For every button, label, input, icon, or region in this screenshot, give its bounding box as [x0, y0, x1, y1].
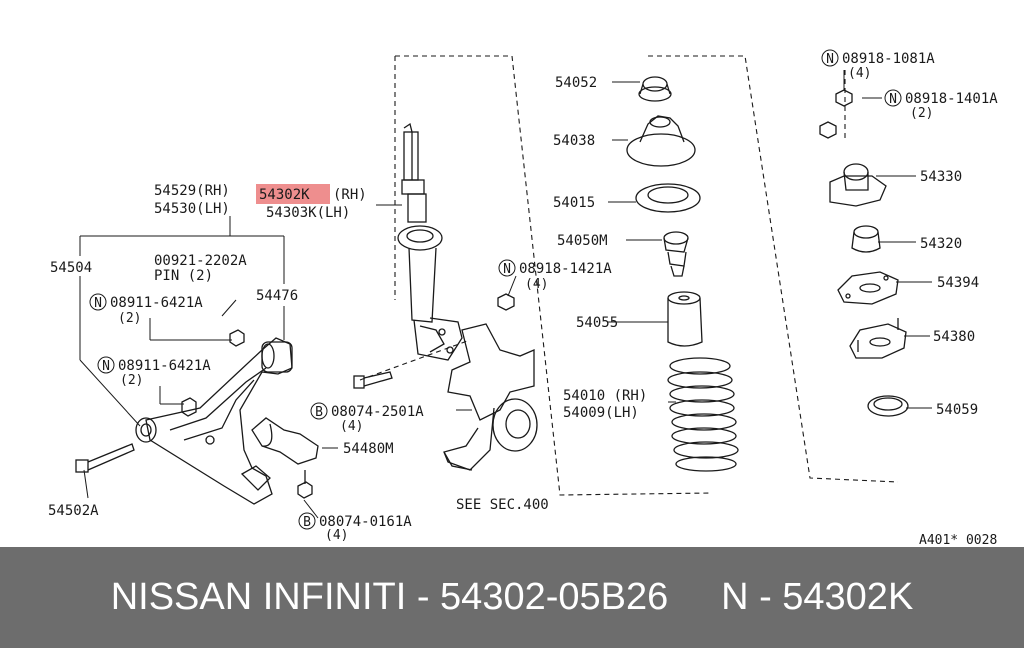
- label-08918-1401A: 08918-1401A: [905, 91, 998, 107]
- part-54320: [851, 225, 881, 253]
- label-54380: 54380: [933, 329, 975, 345]
- part-54050M: [663, 231, 689, 277]
- bolt-54502A: [75, 443, 135, 473]
- label-08074-0161A: 08074-0161A: [319, 514, 412, 530]
- bolt-08074-0161A: [297, 470, 313, 499]
- n-marker-icon: N: [97, 356, 115, 374]
- label-08918-1421A: 08918-1421A: [519, 261, 612, 277]
- qty-08074-0161A: (4): [325, 528, 348, 543]
- label-54529: 54529(RH): [154, 183, 230, 199]
- part-54330: [829, 163, 887, 207]
- label-54050M: 54050M: [557, 233, 608, 249]
- svg-text:N: N: [889, 92, 897, 107]
- n-marker-icon: N: [821, 49, 839, 67]
- qty-08918-1421A: (4): [525, 277, 548, 292]
- coil-spring: [667, 357, 739, 472]
- nut-08911-6421A-2: [181, 397, 197, 417]
- bracket-54480M: [251, 417, 319, 465]
- banner-brand-part-number: NISSAN INFINITI - 54302-05B26: [110, 576, 669, 618]
- label-54394: 54394: [937, 275, 979, 291]
- part-54055: [667, 291, 703, 347]
- svg-text:N: N: [94, 296, 102, 311]
- shock-absorber: [397, 122, 463, 361]
- n-marker-icon: N: [884, 89, 902, 107]
- label-08911-6421A: 08911-6421A: [110, 295, 203, 311]
- part-54015: [635, 183, 701, 213]
- nut-08918-1401A: [835, 89, 853, 107]
- label-54320: 54320: [920, 236, 962, 252]
- label-54303K: 54303K(LH): [266, 205, 350, 221]
- part-54038: [626, 115, 696, 167]
- label-54302K: 54302K: [259, 187, 310, 203]
- spring-group-boundary: [648, 55, 899, 483]
- qty-08074-2501A: (4): [340, 419, 363, 434]
- nut-08918-1421A: [497, 293, 515, 311]
- steering-knuckle: [443, 323, 538, 471]
- n-marker-icon: N: [89, 293, 107, 311]
- label-54504: 54504: [50, 260, 92, 276]
- part-54380: [849, 318, 907, 359]
- part-54059: [867, 395, 909, 417]
- label-54302K-side: (RH): [333, 187, 367, 203]
- label-54480M: 54480M: [343, 441, 394, 457]
- label-00921-2202A: 00921-2202A: [154, 253, 247, 269]
- label-54038: 54038: [553, 133, 595, 149]
- b-marker-icon: B: [298, 512, 316, 530]
- label-08918-1081A: 08918-1081A: [842, 51, 935, 67]
- b-marker-icon: B: [310, 402, 328, 420]
- label-54015: 54015: [553, 195, 595, 211]
- label-54530: 54530(LH): [154, 201, 230, 217]
- strut-bolt: [353, 371, 393, 389]
- part-number-banner: NISSAN INFINITI - 54302-05B26 N - 54302K: [0, 547, 1024, 648]
- nut-08911-6421A: [229, 329, 245, 347]
- lower-control-arm: [135, 337, 293, 505]
- svg-text:B: B: [315, 405, 323, 420]
- banner-spacer: [668, 576, 721, 619]
- nut-08918-1081A: [819, 121, 837, 139]
- strut-group-boundary: [395, 55, 713, 496]
- qty-08911-6421A: (2): [118, 311, 141, 326]
- label-54052: 54052: [555, 75, 597, 91]
- svg-text:N: N: [102, 359, 110, 374]
- label-54059: 54059: [936, 402, 978, 418]
- label-08074-2501A: 08074-2501A: [331, 404, 424, 420]
- leader-lines: [79, 70, 932, 519]
- diagram-ref-code: A401* 0028: [919, 533, 997, 547]
- label-54330: 54330: [920, 169, 962, 185]
- part-54394: [837, 271, 899, 305]
- qty-08918-1401A: (2): [910, 106, 933, 121]
- svg-text:N: N: [503, 262, 511, 277]
- label-54502A: 54502A: [48, 503, 99, 519]
- label-pin: PIN (2): [154, 268, 213, 284]
- label-see-sec: SEE SEC.400: [456, 497, 549, 513]
- label-54055: 54055: [576, 315, 618, 331]
- qty-08911-6421A-2: (2): [120, 373, 143, 388]
- label-54009: 54009(LH): [563, 405, 639, 421]
- label-08911-6421A-2: 08911-6421A: [118, 358, 211, 374]
- label-54010: 54010 (RH): [563, 388, 647, 404]
- qty-08918-1081A: (4): [848, 66, 871, 81]
- n-marker-icon: N: [498, 259, 516, 277]
- label-54476: 54476: [256, 288, 298, 304]
- svg-text:B: B: [303, 515, 311, 530]
- svg-text:N: N: [826, 52, 834, 67]
- banner-oem-part-number: N - 54302K: [721, 576, 914, 618]
- highlight-54302K: [256, 184, 330, 204]
- parts-diagram: N N N N N B B 54052 54038 54015 54050M 5…: [48, 49, 998, 547]
- part-54052: [638, 76, 672, 102]
